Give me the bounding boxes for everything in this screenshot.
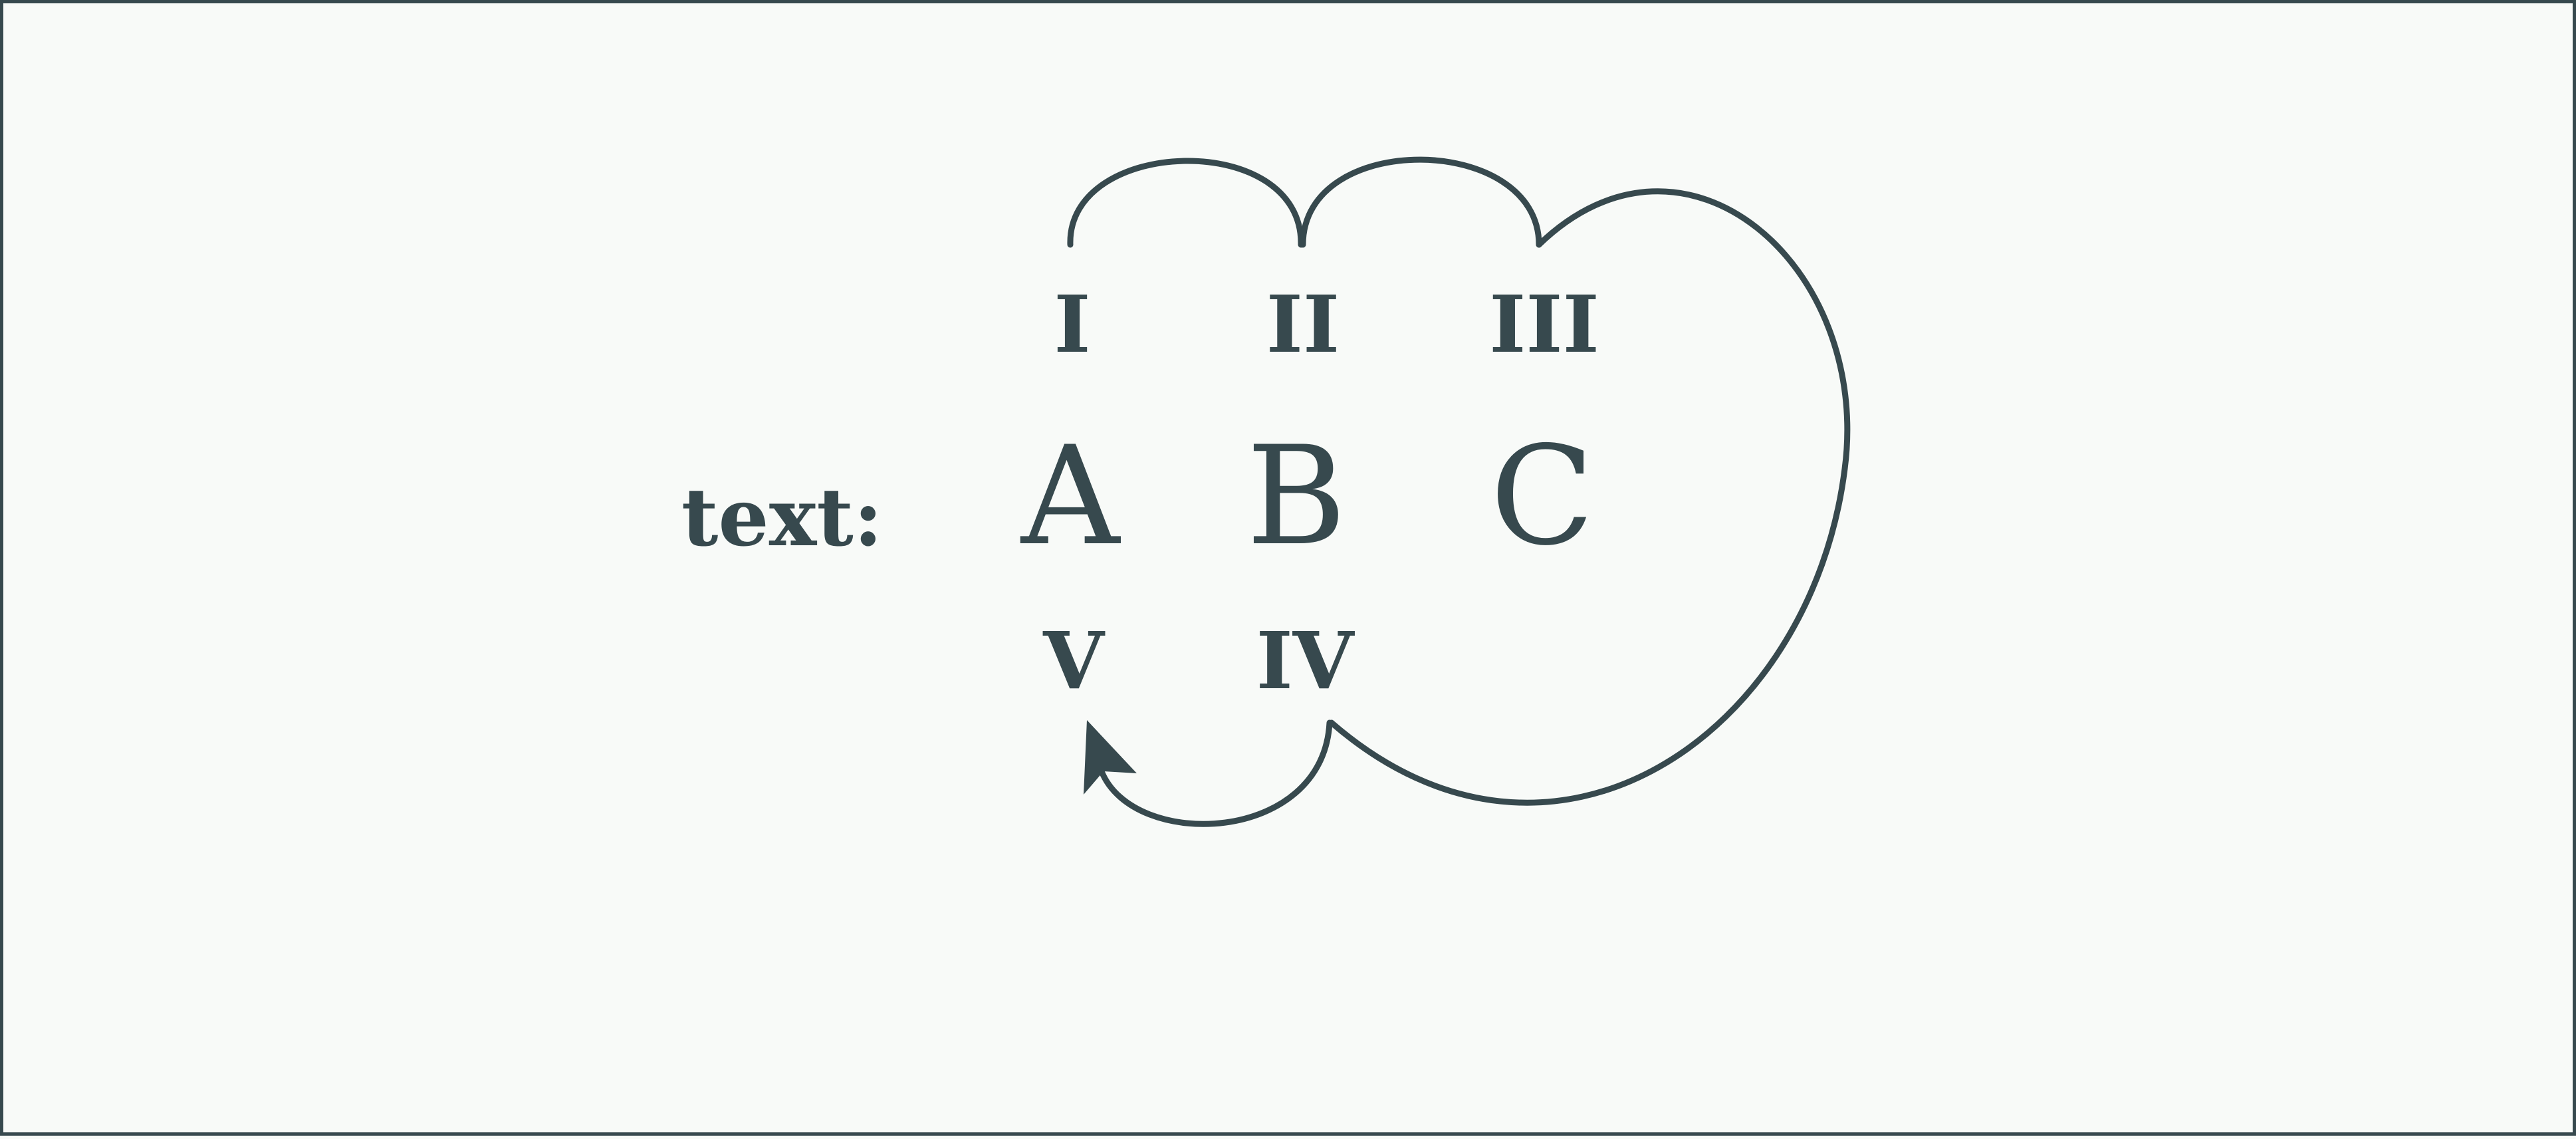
numeral-v: V [1042, 614, 1106, 707]
arrowhead-icon [1084, 720, 1137, 795]
letter-a: A [1020, 418, 1121, 576]
numeral-i: I [1054, 278, 1090, 370]
numeral-iii: III [1489, 278, 1599, 370]
arc-ii-to-iii [1300, 156, 1542, 248]
arc-iv-to-v [1098, 719, 1333, 827]
letter-b: B [1246, 418, 1347, 576]
arc-i-to-ii [1067, 158, 1304, 248]
numeral-iv: IV [1256, 614, 1355, 707]
numeral-ii: II [1266, 278, 1340, 370]
cycle-diagram: text: A B C I II III V IV [681, 156, 1851, 827]
text-label: text: [681, 471, 883, 565]
arc-iii-to-iv [1328, 188, 1851, 806]
letter-c: C [1490, 418, 1595, 576]
